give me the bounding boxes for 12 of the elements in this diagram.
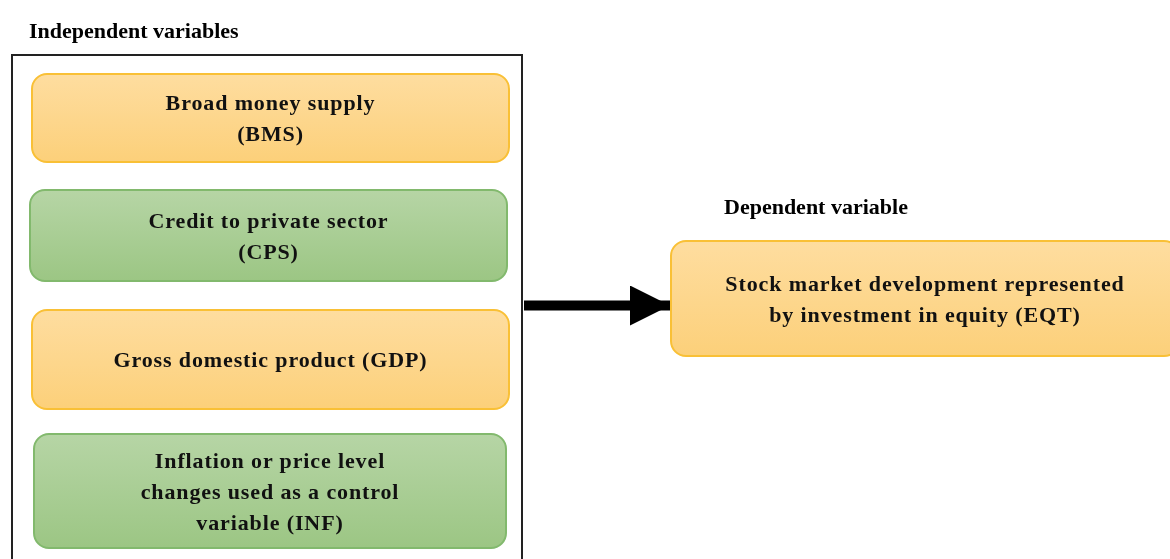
variable-label: Broad money supply (BMS) bbox=[164, 89, 377, 148]
variable-box bbox=[31, 73, 510, 163]
variable-label: Inflation or price level changes used as a control variable (INF) bbox=[139, 446, 401, 537]
variable-box bbox=[31, 309, 510, 410]
arrow bbox=[524, 285, 670, 326]
group-heading: Dependent variable bbox=[724, 193, 908, 221]
variable-label: Gross domestic product (GDP) bbox=[113, 346, 428, 374]
variable-label: Stock market development represented by investment in equity (EQT) bbox=[725, 269, 1125, 329]
variable-box bbox=[33, 433, 507, 549]
variable-label: Credit to private sector (CPS) bbox=[147, 206, 390, 266]
group-heading: Independent variables bbox=[29, 17, 239, 45]
variable-box bbox=[29, 189, 508, 282]
